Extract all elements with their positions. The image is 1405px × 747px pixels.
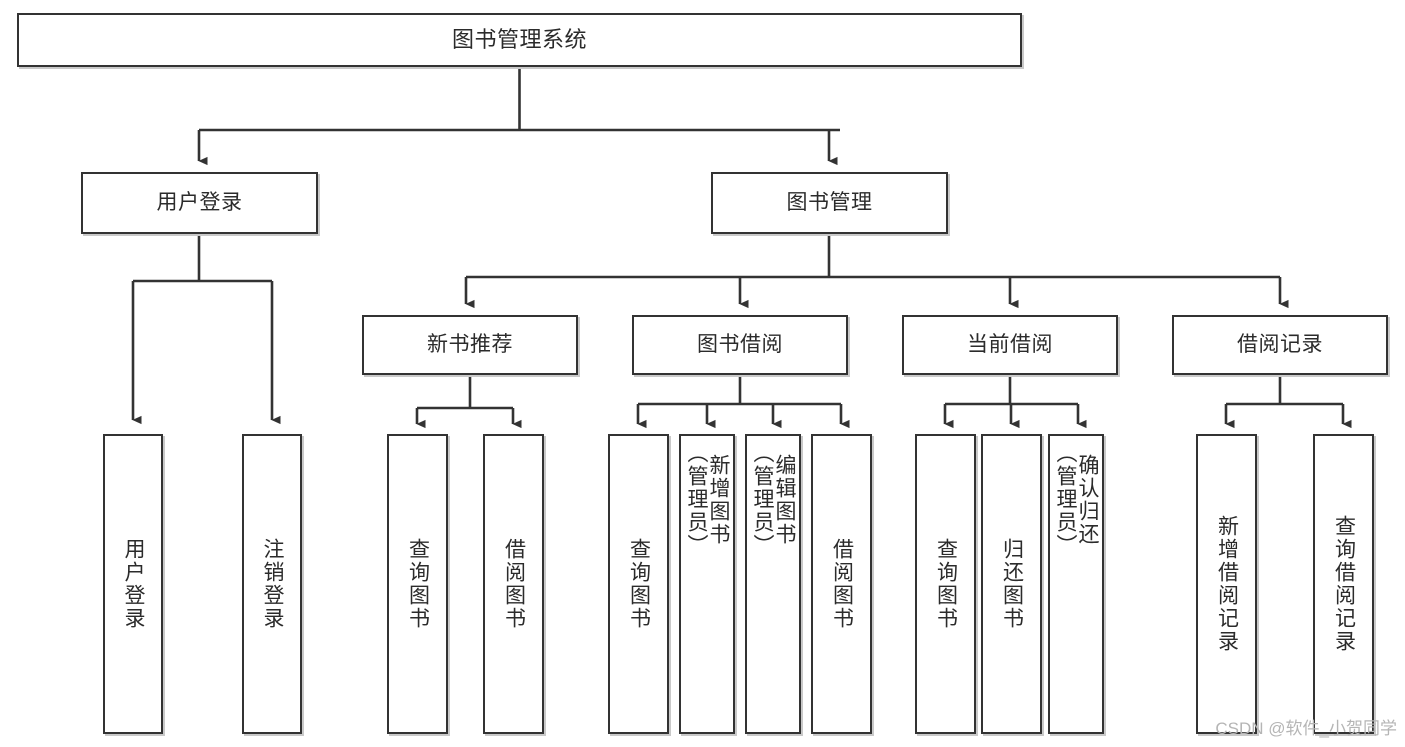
node-leaf-logout-login-label: 注销登录 (261, 538, 285, 630)
node-borrow-record-label: 借阅记录 (1237, 332, 1323, 356)
node-leaf-add-book[interactable]: 新增图书 （管理员） (679, 434, 735, 734)
node-leaf-query-book-2[interactable]: 查询图书 (608, 434, 669, 734)
node-book-management-label: 图书管理 (786, 190, 873, 214)
node-current-borrow[interactable]: 当前借阅 (902, 315, 1118, 375)
node-leaf-confirm-return[interactable]: 确认归还 （管理员） (1048, 434, 1104, 734)
node-leaf-borrow-book-2-label: 借阅图书 (830, 538, 854, 630)
node-leaf-return-book-label: 归还图书 (1000, 538, 1024, 630)
node-new-book-recommend-label: 新书推荐 (427, 332, 513, 356)
node-leaf-add-record[interactable]: 新增借阅记录 (1196, 434, 1257, 734)
node-leaf-query-book-3-label: 查询图书 (934, 538, 958, 630)
node-leaf-return-book[interactable]: 归还图书 (981, 434, 1042, 734)
node-leaf-borrow-book-2[interactable]: 借阅图书 (811, 434, 872, 734)
node-root-system[interactable]: 图书管理系统 (17, 13, 1022, 67)
node-leaf-query-book-3[interactable]: 查询图书 (915, 434, 976, 734)
node-book-borrow[interactable]: 图书借阅 (632, 315, 848, 375)
node-leaf-query-book-2-label: 查询图书 (627, 538, 651, 630)
node-new-book-recommend[interactable]: 新书推荐 (362, 315, 578, 375)
node-leaf-add-record-label: 新增借阅记录 (1215, 515, 1239, 653)
node-current-borrow-label: 当前借阅 (967, 332, 1053, 356)
node-leaf-query-record[interactable]: 查询借阅记录 (1313, 434, 1374, 734)
node-leaf-confirm-return-label: 确认归还 （管理员） (1054, 442, 1100, 557)
node-borrow-record[interactable]: 借阅记录 (1172, 315, 1388, 375)
node-user-login[interactable]: 用户登录 (81, 172, 318, 234)
node-leaf-borrow-book-1-label: 借阅图书 (502, 538, 526, 630)
node-root-label: 图书管理系统 (451, 27, 587, 53)
node-leaf-edit-book[interactable]: 编辑图书 （管理员） (745, 434, 801, 734)
node-leaf-logout-login[interactable]: 注销登录 (242, 434, 302, 734)
node-leaf-query-book-1-label: 查询图书 (406, 538, 430, 630)
node-leaf-user-login[interactable]: 用户登录 (103, 434, 163, 734)
node-leaf-user-login-label: 用户登录 (122, 538, 146, 630)
node-user-login-label: 用户登录 (156, 190, 243, 214)
node-leaf-edit-book-label: 编辑图书 （管理员） (751, 442, 797, 557)
node-leaf-add-book-label: 新增图书 （管理员） (685, 442, 731, 557)
node-leaf-query-book-1[interactable]: 查询图书 (387, 434, 448, 734)
node-book-management[interactable]: 图书管理 (711, 172, 948, 234)
node-leaf-borrow-book-1[interactable]: 借阅图书 (483, 434, 544, 734)
node-leaf-query-record-label: 查询借阅记录 (1332, 515, 1356, 653)
node-book-borrow-label: 图书借阅 (697, 332, 783, 356)
watermark-text: CSDN @软件_小贺同学 (1215, 719, 1397, 738)
